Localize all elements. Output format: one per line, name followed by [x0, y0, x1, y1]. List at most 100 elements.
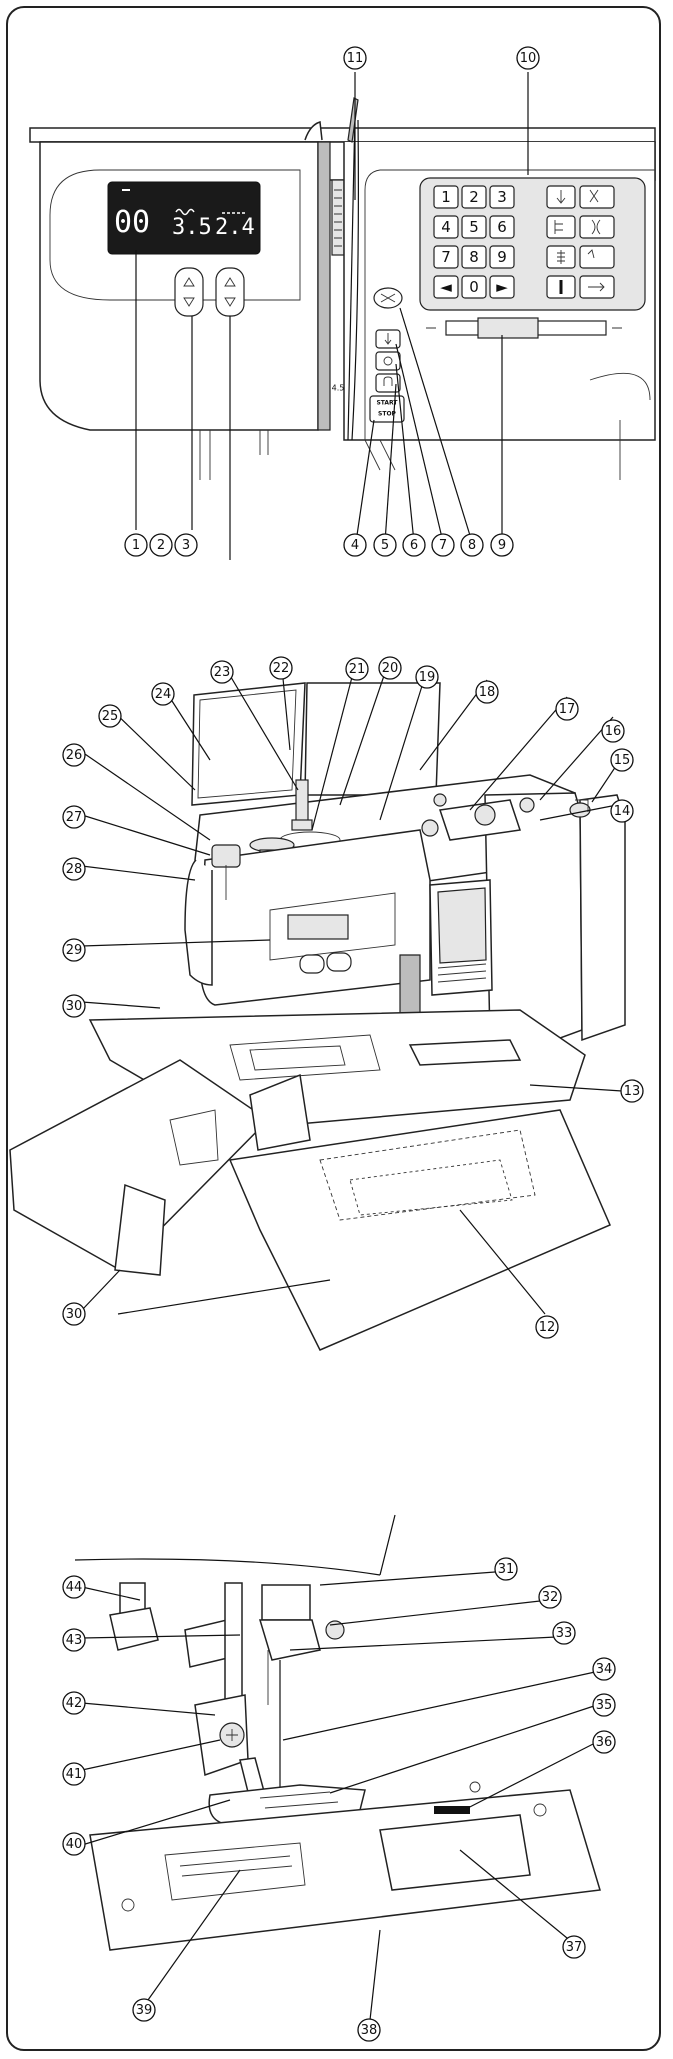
callout-circle: [562, 1935, 586, 1959]
callout-number: 38: [361, 2023, 378, 2038]
callout-circle: [357, 2018, 381, 2042]
callout-number: 42: [66, 1696, 83, 1711]
callout-number: 6: [410, 538, 418, 553]
callout-circle: [620, 1079, 644, 1103]
callout-circle: [610, 799, 634, 823]
width-adjust-buttons[interactable]: [174, 267, 204, 317]
callout-number: 24: [155, 687, 172, 702]
thread-cutter-key[interactable]: [579, 185, 615, 209]
callout-circle: [62, 805, 86, 829]
callout-number: 28: [66, 862, 83, 877]
start-stop-button[interactable]: [369, 395, 405, 423]
callout-number: 5: [381, 538, 389, 553]
callout-number: 23: [214, 665, 231, 680]
callout-circle: [535, 1315, 559, 1339]
length-adjust-buttons[interactable]: [215, 267, 245, 317]
callout-circle: [460, 533, 484, 557]
keypad-key[interactable]: [489, 185, 515, 209]
keypad-key-label: 9: [497, 248, 507, 266]
callout-circle: [402, 533, 426, 557]
callout-circle: [475, 680, 499, 704]
keypad-key[interactable]: [461, 245, 487, 269]
keypad-key[interactable]: [489, 275, 515, 299]
callout-circle: [210, 660, 234, 684]
keypad-key[interactable]: [461, 185, 487, 209]
callout-circle: [62, 857, 86, 881]
function-keys[interactable]: [546, 185, 615, 299]
set-key[interactable]: [579, 245, 615, 269]
callout-number: 21: [349, 662, 366, 677]
callout-number: 39: [136, 2003, 153, 2018]
foot-pressure-dial[interactable]: [331, 179, 345, 256]
callout-number: 41: [66, 1767, 83, 1782]
extension-table-right: [228, 1109, 611, 1351]
callout-number: 9: [498, 538, 506, 553]
callout-number: 25: [102, 709, 119, 724]
bobbin-cover-release: [434, 1806, 470, 1814]
callout-circle: [98, 704, 122, 728]
callout-number: 17: [559, 702, 576, 717]
keypad-key-label: 8: [469, 248, 479, 266]
stitch-key-a[interactable]: [546, 215, 576, 239]
callout-circle: [62, 1762, 86, 1786]
keypad-key[interactable]: [489, 215, 515, 239]
callout-number: 12: [539, 1320, 556, 1335]
callout-number: 36: [596, 1735, 613, 1750]
callout-circle: [62, 1691, 86, 1715]
callout-circle: [149, 533, 173, 557]
callout-circle: [343, 46, 367, 70]
callout-circle: [343, 533, 367, 557]
callout-number: 2: [157, 538, 165, 553]
callout-number: 32: [542, 1590, 559, 1605]
keypad-key[interactable]: [461, 275, 487, 299]
callout-number: 18: [479, 685, 496, 700]
callout-circle: [592, 1730, 616, 1754]
speed-slider[interactable]: [426, 317, 622, 339]
keypad-key[interactable]: [489, 245, 515, 269]
callout-number: 22: [273, 661, 290, 676]
lcd-pattern-number: 00: [114, 205, 150, 240]
thread-guide-lever: [109, 1607, 159, 1651]
callout-number: 27: [66, 810, 83, 825]
keypad-key[interactable]: [433, 275, 459, 299]
callout-circle: [174, 533, 198, 557]
thread-cutter-button[interactable]: [373, 287, 403, 309]
callout-number: 14: [614, 804, 631, 819]
callout-circle: [592, 1693, 616, 1717]
callout-circle: [592, 1657, 616, 1681]
keypad-key[interactable]: [433, 185, 459, 209]
callout-circle: [415, 665, 439, 689]
keypad-key[interactable]: [433, 215, 459, 239]
keypad-key-label: 0: [469, 278, 479, 296]
top-cover: [191, 682, 306, 806]
callout-number: 19: [419, 670, 436, 685]
keypad-key[interactable]: [433, 245, 459, 269]
callout-number: 4: [351, 538, 359, 553]
keypad-key-label: 1: [441, 188, 451, 206]
thread-cutter: [211, 844, 241, 868]
keypad-key-label: 5: [469, 218, 479, 236]
callout-number: 40: [66, 1837, 83, 1852]
callout-number: 30: [66, 999, 83, 1014]
callout-circle: [62, 1832, 86, 1856]
keypad-key-label: ◄: [440, 278, 452, 296]
callout-circle: [62, 1628, 86, 1652]
callout-circle: [494, 1557, 518, 1581]
callout-number: 37: [566, 1940, 583, 1955]
page-border: [6, 6, 661, 2051]
callout-circle: [378, 656, 402, 680]
callout-number: 16: [605, 724, 622, 739]
callout-circle: [373, 533, 397, 557]
keypad-key[interactable]: [461, 215, 487, 239]
callout-circle: [516, 46, 540, 70]
callout-circle: [552, 1621, 576, 1645]
callout-number: 26: [66, 748, 83, 763]
callout-number: 15: [614, 753, 631, 768]
reverse-button[interactable]: [375, 373, 401, 393]
callout-number: 29: [66, 943, 83, 958]
callout-circle: [62, 743, 86, 767]
